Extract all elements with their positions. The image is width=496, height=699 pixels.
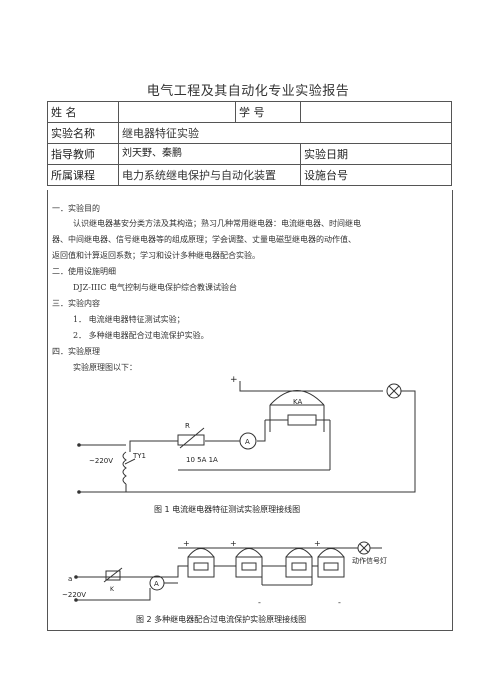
section-3-heading: 三．实验内容 <box>52 299 100 308</box>
fig2-plus-1: + <box>183 539 190 548</box>
fig2-relay-1 <box>187 556 215 578</box>
section-3-item-1: 1． 电流继电器特征测试实验； <box>73 315 185 324</box>
fig2-relay-4-coil <box>323 562 339 571</box>
fig1-resistor-arrow <box>179 427 205 449</box>
section-1-heading: 一．实验目的 <box>52 204 100 213</box>
course-label: 所属课程 <box>47 164 119 186</box>
fig1-resistor <box>177 434 205 446</box>
fig2-relay-4-dome <box>317 548 345 558</box>
fig2-k-label: K <box>110 586 115 593</box>
section-1-text-line-2: 器、中间继电器、信号继电器等的组成原理；学会调整、丈量电磁型继电器的动作值、 <box>52 235 356 244</box>
fig2-relay-4 <box>317 556 345 578</box>
fig1-plus-label: + <box>230 375 238 385</box>
fig2-relay-1-dome <box>187 548 215 558</box>
fig2-main-line <box>76 565 188 578</box>
fig1-regulator-wiper <box>124 458 136 465</box>
fig2-minus-2: - <box>338 598 341 607</box>
fig2-relay-2 <box>235 556 263 578</box>
fig2-relay-3-coil <box>291 562 307 571</box>
fig2-bottom-line <box>76 588 151 601</box>
fig2-plus-2: + <box>230 539 237 548</box>
fig1-ka-label: KA <box>293 398 302 406</box>
fig1-right-return-wire <box>79 390 416 493</box>
section-4-text: 实验原理图以下： <box>73 363 137 372</box>
fig1-a-label: A <box>245 438 250 446</box>
fig2-relay-1-coil <box>193 562 209 571</box>
fig2-variable-resistor <box>105 570 121 581</box>
exp-name-value: 继电器特征实验 <box>118 122 452 144</box>
fig2-relay-3-dome <box>285 548 313 558</box>
fig2-a-label: A <box>154 580 159 588</box>
figure-2-caption: 图 2 多种继电器配合过电流保护实验原理接线图 <box>136 614 306 624</box>
fig1-resistor-to-regulator <box>129 440 178 452</box>
fig2-voltage-label: ~220V <box>62 591 86 599</box>
fig1-top-wire <box>239 381 383 392</box>
fig1-regulator-winding <box>122 451 127 485</box>
fig1-coil-to-ammeter <box>257 420 266 442</box>
fig2-plus-3: + <box>314 539 321 548</box>
fig2-relay-2-coil <box>241 562 257 571</box>
fig1-relay-contact-dome <box>269 390 325 406</box>
bench-label: 设施台号 <box>300 164 452 186</box>
section-2-heading: 二．使用设施明细 <box>52 267 116 276</box>
fig1-ty1-label: TY1 <box>132 452 146 460</box>
date-label: 实验日期 <box>300 143 452 165</box>
fig2-minus-1: - <box>258 598 261 607</box>
fig2-relay-2-dome <box>235 548 263 558</box>
fig1-r-label: R <box>185 422 190 430</box>
section-4-heading: 四．实验原理 <box>52 347 100 356</box>
section-3-item-2: 2． 多种继电器配合过电流保护实验。 <box>73 331 209 340</box>
fig2-relay-3 <box>285 556 313 578</box>
figure-1-caption: 图 1 电流继电器特征测试实验原理接线图 <box>154 504 300 514</box>
info-table: 姓 名 学 号 实验名称 继电器特征实验 指导教师 刘天野、秦鹏 实验日期 所属… <box>47 101 452 186</box>
report-body <box>47 190 453 631</box>
page-title: 电气工程及其自动化专业实验报告 <box>146 84 350 99</box>
fig1-voltage-label: ~220V <box>89 457 113 465</box>
course-value: 电力系统继电保护与自动化装置 <box>118 164 301 186</box>
section-1-text-line-1: 认识继电器基安分类方法及其构造；熟习几种常用继电器：电流继电器、时间继电 <box>73 219 361 228</box>
fig2-terminal-a: a <box>68 575 72 583</box>
section-2-item: DJZ-IIIC 电气控制与继电保护综合教课试验台 <box>73 283 238 292</box>
fig2-lamp-label: 动作信号灯 <box>352 556 387 565</box>
fig1-tap-labels: 10 5A 1A <box>186 456 218 464</box>
teacher-label: 指导教师 <box>47 143 119 165</box>
section-1-text-line-3: 返回值和计算返回系数；学习和设计多种继电器配合实验。 <box>52 251 260 260</box>
